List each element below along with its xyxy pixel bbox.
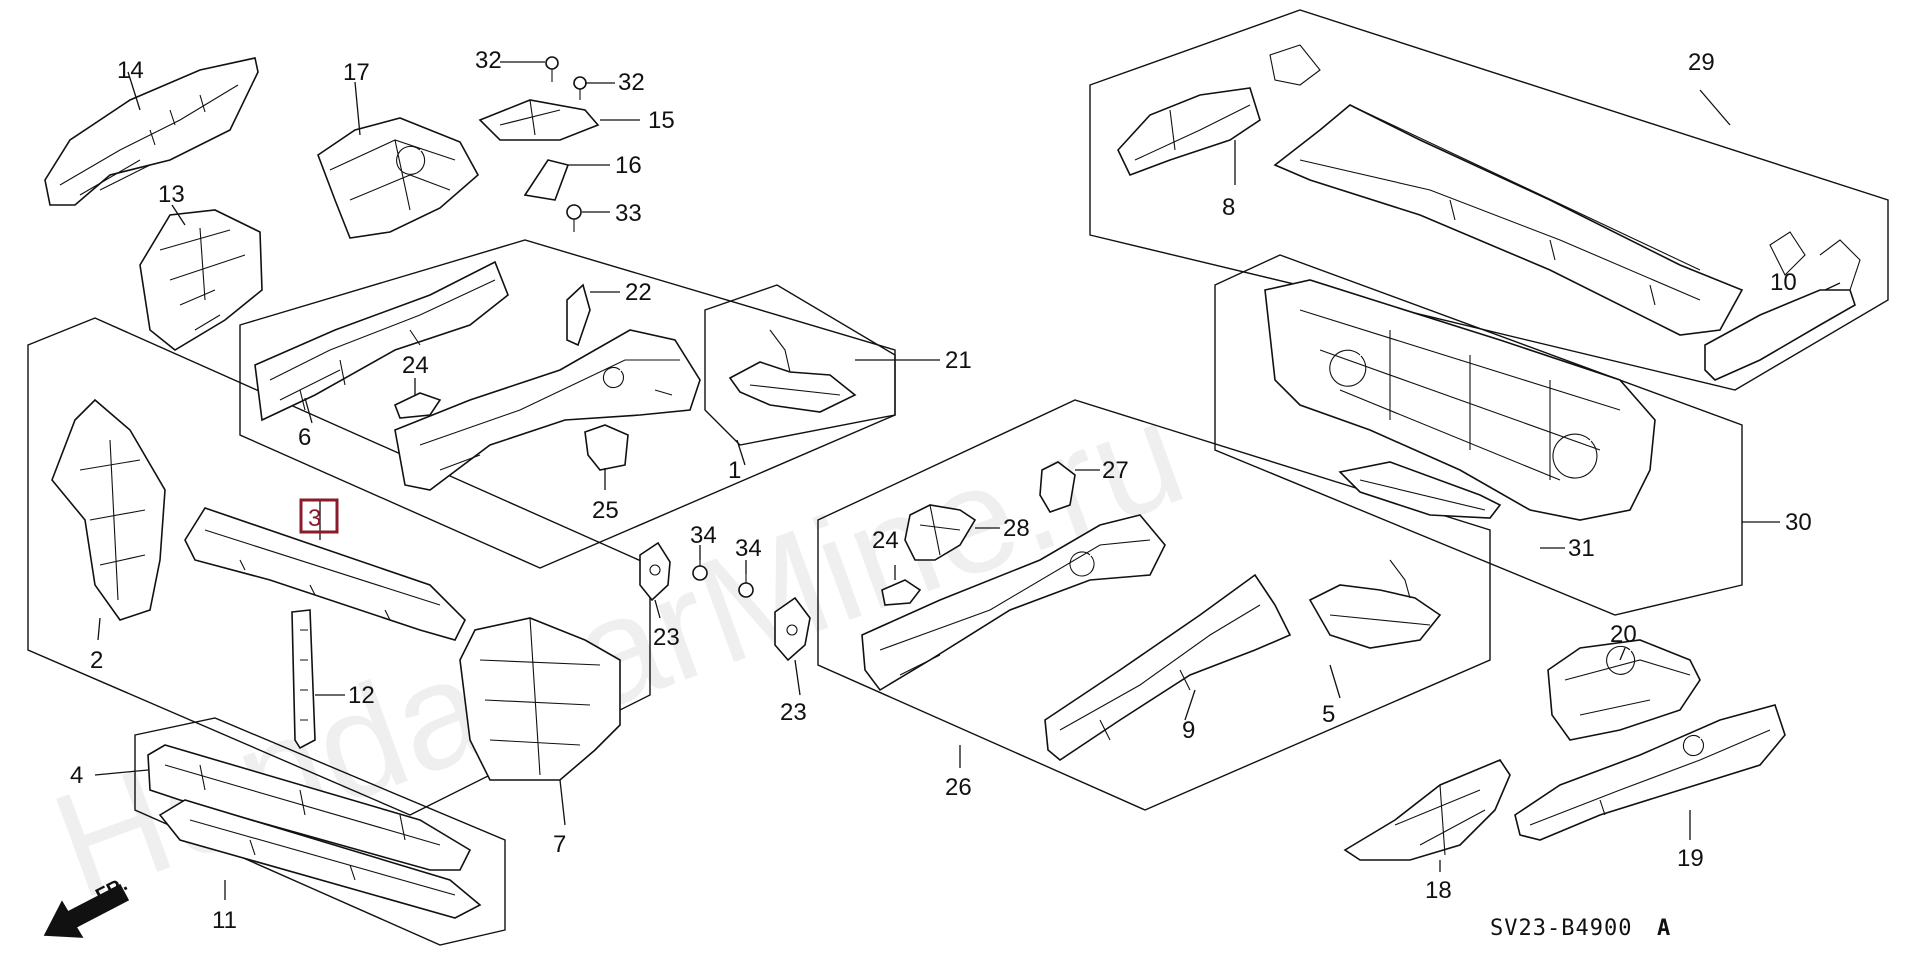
group-box-front-bulkhead-lower xyxy=(134,717,506,946)
callout-21[interactable]: 21 xyxy=(945,347,972,374)
part-30-dashboard[interactable] xyxy=(1264,279,1656,521)
callout-13[interactable]: 13 xyxy=(158,181,185,208)
callout-23a[interactable]: 23 xyxy=(653,624,680,651)
group-box-front-bulkhead xyxy=(27,317,651,816)
callout-16[interactable]: 16 xyxy=(615,152,642,179)
front-direction-arrow: FR. xyxy=(43,873,131,938)
part-14-left-apron[interactable] xyxy=(44,57,259,206)
part-32-bolt-b[interactable] xyxy=(573,76,587,100)
part-12-center-stay[interactable] xyxy=(291,609,316,750)
part-34-nut-a[interactable] xyxy=(692,560,708,581)
part-23-patch-b[interactable] xyxy=(774,596,811,662)
callout-25[interactable]: 25 xyxy=(592,497,619,524)
callout-20[interactable]: 20 xyxy=(1610,621,1637,648)
callout-23b[interactable]: 23 xyxy=(780,699,807,726)
callout-34a[interactable]: 34 xyxy=(690,522,717,549)
part-23-patch-a[interactable] xyxy=(639,541,671,602)
callout-15[interactable]: 15 xyxy=(648,107,675,134)
part-19-right-apron[interactable] xyxy=(1514,704,1786,841)
part-17-left-strut-tower[interactable] xyxy=(317,117,480,239)
callout-14[interactable]: 14 xyxy=(117,57,144,84)
part-8-cowl-bracket[interactable] xyxy=(1117,44,1321,177)
callout-6[interactable]: 6 xyxy=(298,424,311,451)
part-33-bolt[interactable] xyxy=(566,204,582,232)
callout-10[interactable]: 10 xyxy=(1770,269,1797,296)
part-20-right-strut-tower[interactable] xyxy=(1547,639,1701,741)
callout-26[interactable]: 26 xyxy=(945,774,972,801)
callout-19[interactable]: 19 xyxy=(1677,845,1704,872)
group-box-dashboard xyxy=(1214,254,1743,616)
group-box-cowl-top xyxy=(1089,9,1889,391)
callout-34b[interactable]: 34 xyxy=(735,535,762,562)
part-22-bracket[interactable] xyxy=(566,283,591,347)
part-2-left-bulkhead-side[interactable] xyxy=(51,398,166,621)
highlight-box-part-3 xyxy=(299,498,339,534)
callout-5[interactable]: 5 xyxy=(1322,701,1335,728)
callout-2[interactable]: 2 xyxy=(90,647,103,674)
part-31-lower-dashboard[interactable] xyxy=(1338,461,1502,519)
part-18-right-panel[interactable] xyxy=(1343,759,1511,861)
callout-11[interactable]: 11 xyxy=(212,907,237,934)
part-5-upper-bracket[interactable] xyxy=(1308,559,1442,649)
callout-24b[interactable]: 24 xyxy=(872,527,899,554)
part-27-bracket[interactable] xyxy=(1039,461,1076,513)
part-3-front-bulkhead-upper[interactable] xyxy=(184,507,466,641)
callout-27[interactable]: 27 xyxy=(1102,457,1129,484)
callout-32a[interactable]: 32 xyxy=(475,47,502,74)
callout-29[interactable]: 29 xyxy=(1688,49,1715,76)
part-24-clip-right[interactable] xyxy=(881,579,922,606)
part-6-left-frame[interactable] xyxy=(254,260,509,422)
part-4-lower-bulkhead[interactable] xyxy=(147,744,472,871)
callout-33[interactable]: 33 xyxy=(615,200,642,227)
callout-8[interactable]: 8 xyxy=(1222,194,1235,221)
callout-24a[interactable]: 24 xyxy=(402,352,429,379)
part-right-lower-frame[interactable] xyxy=(861,514,1166,692)
part-16-bracket[interactable] xyxy=(523,159,570,201)
part-24-clip-left[interactable] xyxy=(393,392,442,419)
part-32-bolt-a[interactable] xyxy=(545,56,559,82)
callout-31[interactable]: 31 xyxy=(1568,535,1595,562)
callout-4[interactable]: 4 xyxy=(70,762,83,789)
part-left-lower-frame[interactable] xyxy=(394,329,701,491)
callout-30[interactable]: 30 xyxy=(1785,509,1812,536)
part-25-mount[interactable] xyxy=(584,424,629,471)
callout-18[interactable]: 18 xyxy=(1425,877,1452,904)
part-13-left-panel[interactable] xyxy=(139,209,263,351)
callout-12[interactable]: 12 xyxy=(348,682,375,709)
group-box-upper-bulkhead xyxy=(704,284,896,446)
part-28-bracket[interactable] xyxy=(904,504,977,561)
part-34-nut-b[interactable] xyxy=(738,574,754,598)
part-9-right-frame[interactable] xyxy=(1044,573,1292,761)
part-29-cowl-top[interactable] xyxy=(1273,104,1744,336)
callout-labels: 14 13 17 32 32 15 16 33 22 24 6 25 21 1 … xyxy=(70,47,1812,934)
part-11-lower-cross-member[interactable] xyxy=(158,799,482,919)
callout-3[interactable]: 3 xyxy=(308,505,321,532)
part-10-cowl-side[interactable] xyxy=(1704,231,1861,381)
leader-lines xyxy=(94,61,1841,900)
callout-28[interactable]: 28 xyxy=(1003,515,1030,542)
part-7-right-bulkhead-side[interactable] xyxy=(459,617,621,781)
callout-32b[interactable]: 32 xyxy=(618,69,645,96)
part-15-bracket[interactable] xyxy=(478,99,600,141)
callout-17[interactable]: 17 xyxy=(343,59,370,86)
callout-9[interactable]: 9 xyxy=(1182,717,1195,744)
group-box-right-frame xyxy=(817,399,1491,811)
callout-22[interactable]: 22 xyxy=(625,279,652,306)
callout-1[interactable]: 1 xyxy=(728,457,741,484)
diagram-code-suffix: A xyxy=(1657,916,1671,941)
callout-7[interactable]: 7 xyxy=(553,831,566,858)
diagram-code: SV23-B4900 xyxy=(1490,916,1632,941)
part-1-upper-bracket[interactable] xyxy=(728,329,857,413)
